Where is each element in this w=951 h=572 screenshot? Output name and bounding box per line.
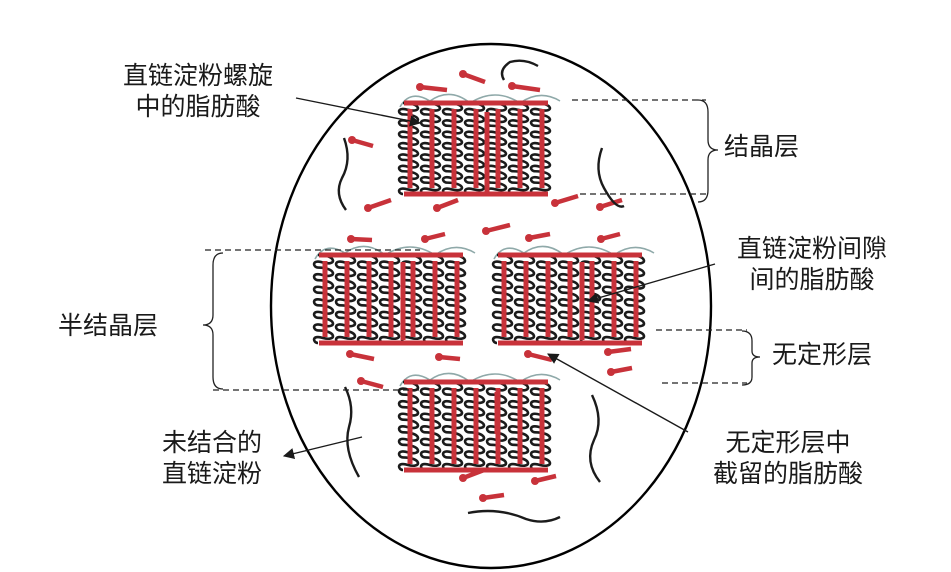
brace: [202, 252, 224, 390]
label-amylose-helix-fatty-acid: 直链淀粉螺旋 中的脂肪酸: [122, 61, 273, 121]
leader-arrow: [295, 97, 422, 127]
cluster-mid-left: [312, 245, 476, 346]
brace: [741, 330, 761, 386]
brace: [697, 99, 719, 203]
unbound-amylose-strand: [337, 137, 349, 211]
cluster-mid-right: [491, 245, 655, 346]
amylose-helix: [507, 101, 530, 196]
label-crystalline-layer: 结晶层: [724, 132, 800, 161]
free-fatty-acid: [348, 136, 374, 149]
free-fatty-acid: [364, 197, 392, 212]
free-fatty-acid: [421, 231, 446, 243]
helix-clusters: [312, 59, 655, 523]
amylose-helix: [463, 101, 486, 196]
leader-arrow: [282, 436, 363, 460]
free-fatty-acid: [524, 350, 553, 363]
free-fatty-acid: [604, 346, 632, 356]
free-fatty-acid: [347, 235, 373, 243]
free-fatty-acid: [525, 231, 551, 242]
amylose-helix: [529, 101, 552, 196]
free-fatty-acid: [508, 82, 541, 93]
free-fatty-acid: [416, 83, 448, 93]
amylose-helix: [441, 101, 464, 196]
free-fatty-acid: [459, 70, 486, 85]
unbound-amylose-strand: [588, 394, 601, 483]
free-fatty-acid: [597, 231, 621, 243]
label-semicrystalline-layer: 半结晶层: [58, 311, 159, 340]
unbound-amylose-strand: [500, 59, 539, 81]
label-trapped-fatty-acid: 无定形层中 截留的脂肪酸: [712, 428, 863, 488]
leader-lines: [282, 97, 716, 460]
free-fatty-acid: [459, 467, 485, 482]
free-fatty-acid: [435, 353, 461, 362]
cluster-top: [397, 93, 561, 197]
label-unbound-amylose: 未结合的 直链淀粉: [161, 428, 262, 488]
free-fatty-acid: [607, 365, 633, 376]
free-fatty-acid: [346, 350, 375, 362]
cluster-bottom: [397, 372, 561, 473]
unbound-amylose-strand: [597, 147, 625, 208]
layer-guides: [202, 99, 761, 391]
free-fatty-acid: [531, 473, 557, 485]
label-amorphous-layer: 无定形层: [772, 340, 873, 369]
leader-arrow: [586, 263, 716, 304]
leader-arrow: [547, 353, 689, 433]
amylose-helix: [419, 101, 442, 196]
free-fatty-acid: [479, 492, 505, 502]
unbound-amylose-strand: [467, 509, 561, 523]
unbound-amylose-strand: [343, 386, 361, 478]
free-fatty-acid: [482, 222, 511, 235]
free-fatty-acid: [596, 197, 623, 211]
free-fatty-acid: [551, 193, 579, 207]
free-fatty-acid: [357, 377, 384, 390]
free-fatty-acid: [433, 197, 459, 212]
label-interstitial-fatty-acid: 直链淀粉间隙 间的脂肪酸: [736, 234, 887, 294]
granule-outline: [269, 42, 713, 570]
